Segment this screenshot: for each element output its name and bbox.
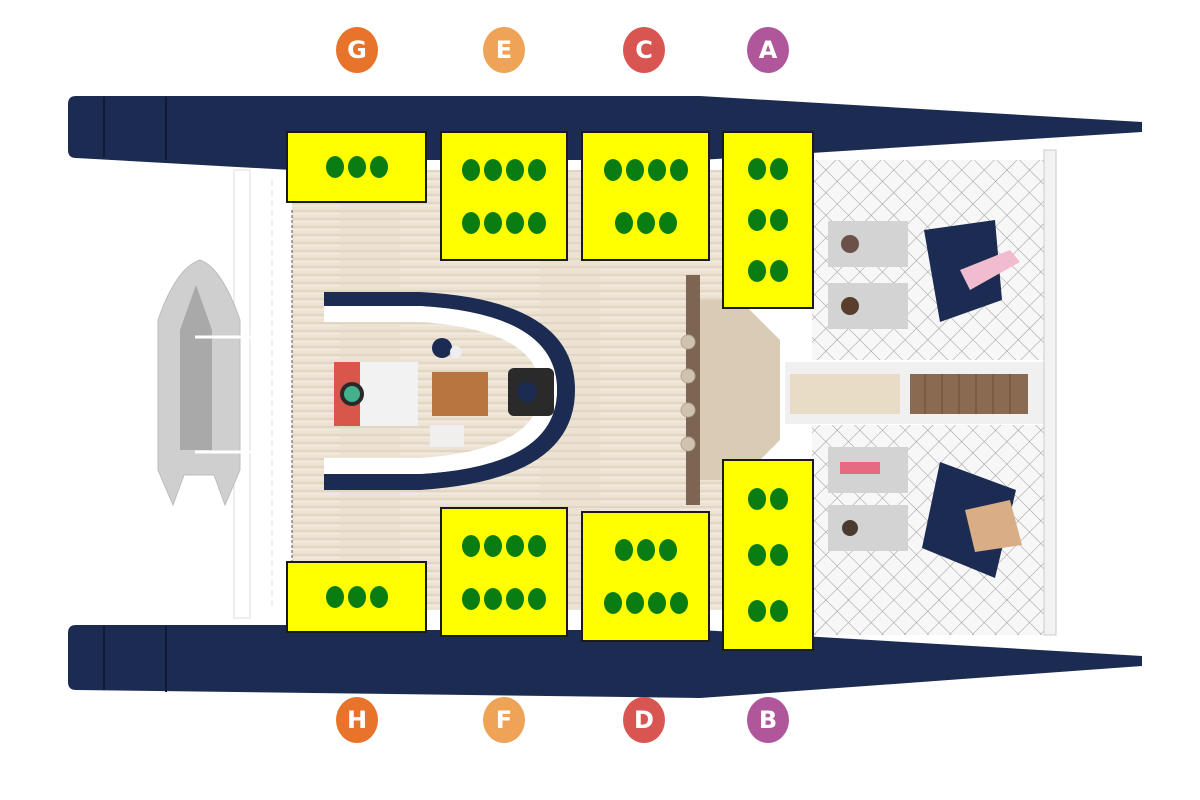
seat-icon[interactable]	[506, 211, 524, 234]
seating-zone-h[interactable]	[286, 561, 427, 633]
seat-icon[interactable]	[748, 208, 766, 231]
section-badge-d: D	[623, 697, 665, 743]
seat-icon[interactable]	[369, 586, 388, 608]
seat-icon[interactable]	[647, 592, 666, 615]
seat-row	[748, 208, 788, 231]
seat-icon[interactable]	[484, 211, 502, 234]
seat-icon[interactable]	[347, 586, 366, 608]
section-badge-c: C	[623, 27, 665, 73]
seat-icon[interactable]	[506, 158, 524, 181]
seating-zone-b[interactable]	[722, 459, 814, 651]
seating-zone-e[interactable]	[440, 131, 568, 261]
seat-icon[interactable]	[636, 538, 655, 561]
seat-row	[325, 586, 388, 608]
seat-icon[interactable]	[484, 534, 502, 557]
section-badge-h: H	[336, 697, 378, 743]
seat-row	[614, 538, 677, 561]
seating-zone-d[interactable]	[581, 511, 710, 642]
seat-icon[interactable]	[369, 156, 388, 178]
section-badge-a: A	[747, 27, 789, 73]
seat-icon[interactable]	[325, 586, 344, 608]
seat-icon[interactable]	[484, 587, 502, 610]
seat-icon[interactable]	[528, 158, 546, 181]
seat-row	[748, 488, 788, 510]
seat-icon[interactable]	[614, 211, 633, 234]
hull-bottom	[68, 625, 1142, 698]
section-badge-f: F	[483, 697, 525, 743]
seat-icon[interactable]	[506, 534, 524, 557]
seat-icon[interactable]	[647, 158, 666, 181]
seat-icon[interactable]	[462, 158, 480, 181]
seat-icon[interactable]	[748, 157, 766, 180]
seat-row	[603, 158, 688, 181]
seat-row	[462, 158, 546, 181]
seat-icon[interactable]	[748, 600, 766, 622]
seat-row	[748, 544, 788, 566]
seat-row	[603, 592, 688, 615]
seat-icon[interactable]	[506, 587, 524, 610]
seat-icon[interactable]	[770, 600, 788, 622]
seat-icon[interactable]	[770, 157, 788, 180]
seat-row	[614, 211, 677, 234]
seat-icon[interactable]	[770, 260, 788, 283]
seat-icon[interactable]	[658, 538, 677, 561]
seating-zone-c[interactable]	[581, 131, 710, 261]
seat-row	[462, 587, 546, 610]
seat-row	[462, 211, 546, 234]
seating-zone-a[interactable]	[722, 131, 814, 309]
seat-icon[interactable]	[625, 158, 644, 181]
seat-icon[interactable]	[625, 592, 644, 615]
seat-row	[748, 157, 788, 180]
seat-icon[interactable]	[347, 156, 366, 178]
seat-icon[interactable]	[462, 211, 480, 234]
seat-icon[interactable]	[748, 488, 766, 510]
section-badge-b: B	[747, 697, 789, 743]
stairs	[910, 374, 1028, 414]
seat-row	[748, 600, 788, 622]
seat-icon[interactable]	[462, 534, 480, 557]
seat-icon[interactable]	[614, 538, 633, 561]
seat-icon[interactable]	[770, 544, 788, 566]
seating-zone-f[interactable]	[440, 507, 568, 637]
section-badge-e: E	[483, 27, 525, 73]
seating-zone-g[interactable]	[286, 131, 427, 203]
seat-icon[interactable]	[748, 544, 766, 566]
section-badge-g: G	[336, 27, 378, 73]
seat-icon[interactable]	[748, 260, 766, 283]
seat-icon[interactable]	[528, 587, 546, 610]
seat-icon[interactable]	[770, 488, 788, 510]
seat-row	[462, 534, 546, 557]
seat-icon[interactable]	[636, 211, 655, 234]
seat-icon[interactable]	[528, 534, 546, 557]
seat-icon[interactable]	[325, 156, 344, 178]
seat-row	[748, 260, 788, 283]
seat-icon[interactable]	[484, 158, 502, 181]
seat-icon[interactable]	[669, 592, 688, 615]
seat-icon[interactable]	[669, 158, 688, 181]
table	[432, 372, 488, 416]
seat-row	[325, 156, 388, 178]
seat-icon[interactable]	[603, 592, 622, 615]
seat-icon[interactable]	[770, 208, 788, 231]
seat-icon[interactable]	[462, 587, 480, 610]
seat-icon[interactable]	[528, 211, 546, 234]
seat-icon[interactable]	[603, 158, 622, 181]
seat-icon[interactable]	[658, 211, 677, 234]
